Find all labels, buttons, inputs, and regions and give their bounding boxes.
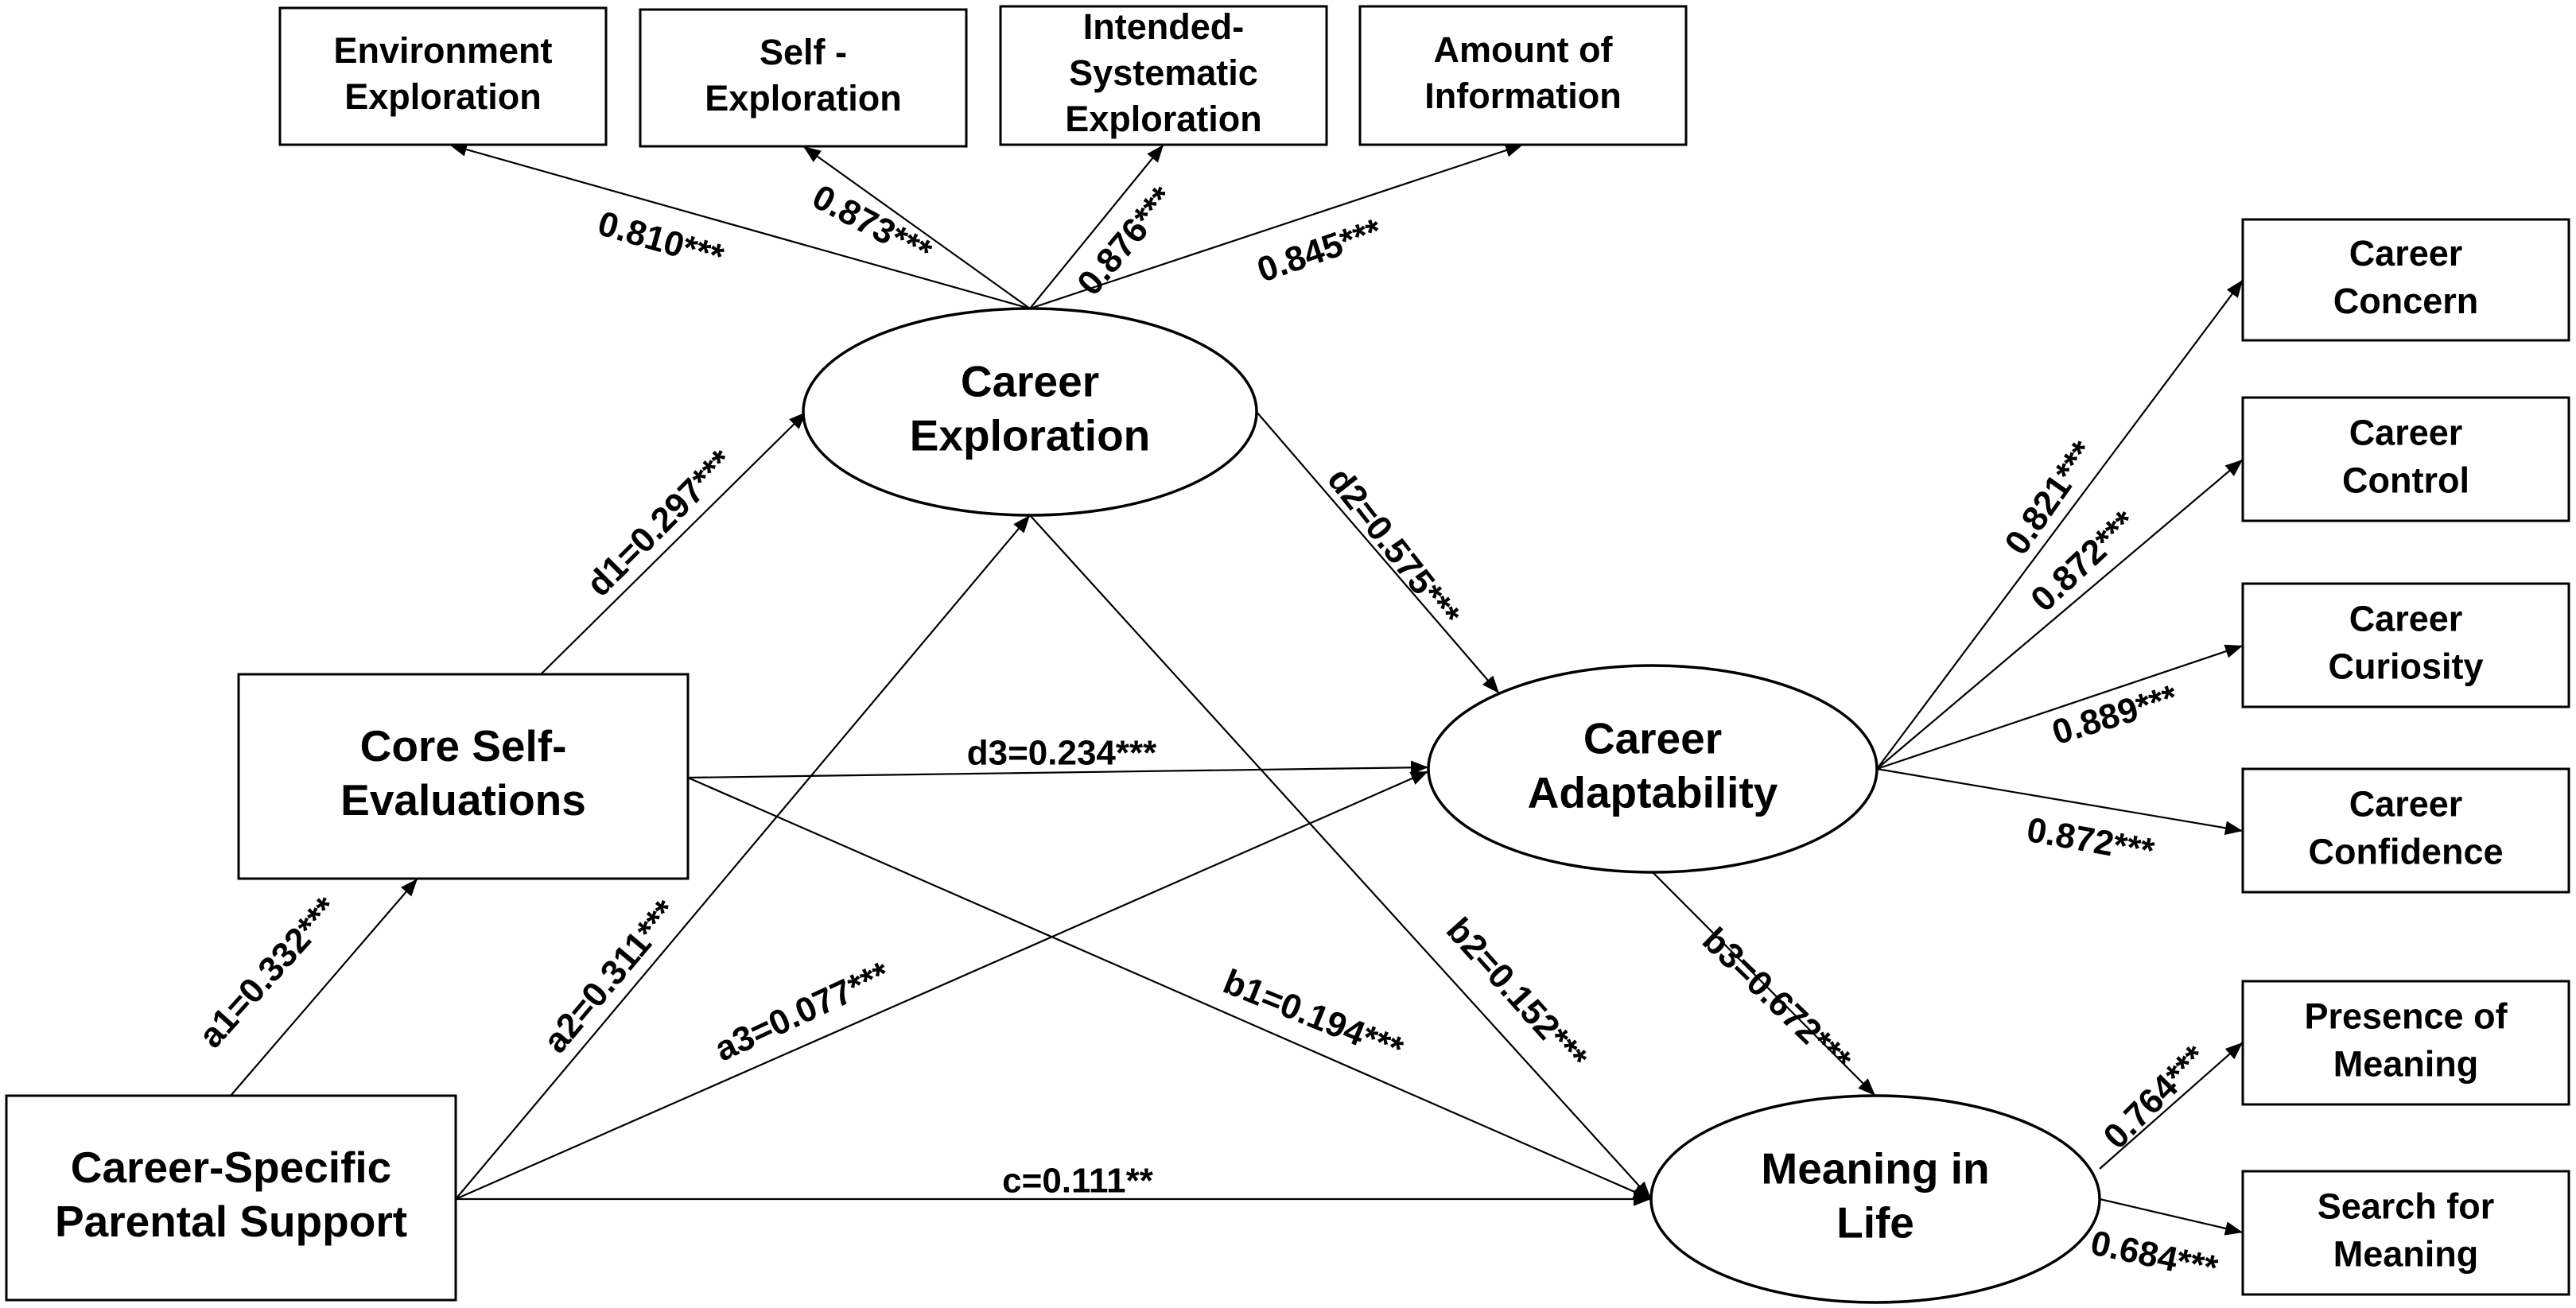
environment-exploration-box: [278, 6, 608, 146]
career-exploration-label-line-1: Career: [961, 357, 1099, 406]
path-arrow-adapt-curiosity: [1876, 644, 2244, 770]
career-control-label-line-1: Career: [2349, 412, 2463, 452]
path-coefficient-exp-intended: 0.876***: [1070, 179, 1183, 303]
environment-exploration-label-line-1: Environment: [333, 30, 552, 71]
amount-of-information-label-line-1: Amount of: [1434, 29, 1614, 70]
edges-layer: [230, 142, 2244, 1236]
path-coefficient-mil-presence: 0.764***: [2096, 1038, 2215, 1156]
amount-of-information-label-line-2: Information: [1424, 76, 1621, 116]
search-for-meaning-label-line-2: Meaning: [2333, 1233, 2479, 1274]
meaning-in-life-label-line-1: Meaning in: [1761, 1144, 1989, 1194]
path-coefficient-b2: b2=0.152***: [1439, 910, 1595, 1078]
path-arrow-a1: [230, 878, 418, 1096]
career-confidence-box: [2241, 767, 2570, 894]
presence-of-meaning-label-line-1: Presence of: [2304, 996, 2508, 1036]
search-for-meaning-box: [2241, 1170, 2570, 1296]
core-self-evaluations-box: [237, 673, 690, 880]
career-confidence-label-line-2: Confidence: [2308, 831, 2503, 871]
path-coefficient-c: c=0.111**: [1002, 1162, 1154, 1201]
path-coefficient-exp-self: 0.873***: [806, 177, 938, 272]
path-arrow-mil-search: [2099, 1197, 2244, 1236]
career-concern-label-line-2: Concern: [2333, 281, 2479, 321]
node-self-exploration: Self - Exploration: [639, 8, 968, 148]
career-adaptability-label-line-1: Career: [1583, 714, 1722, 763]
path-arrow-exp-amount: [1029, 143, 1524, 310]
self-exploration-label-line-1: Self -: [760, 32, 847, 72]
path-coefficient-mil-search: 0.684***: [2088, 1223, 2222, 1288]
path-arrow-d1: [540, 411, 807, 675]
intended-systematic-exploration-label-line-3: Exploration: [1065, 99, 1262, 139]
career-specific-parental-support-label-line-1: Career-Specific: [71, 1143, 392, 1192]
intended-systematic-exploration-box: [999, 5, 1328, 146]
career-curiosity-label-line-1: Career: [2349, 598, 2463, 638]
path-coefficient-d1: d1=0.297***: [579, 442, 741, 604]
self-exploration-label-line-2: Exploration: [705, 78, 902, 118]
career-specific-parental-support-label-line-2: Parental Support: [55, 1197, 407, 1246]
meaning-in-life-ellipse: [1649, 1094, 2101, 1304]
core-self-evaluations-label-line-2: Evaluations: [340, 775, 586, 825]
path-coefficient-d2: d2=0.575***: [1320, 460, 1468, 635]
career-confidence-label-line-1: Career: [2349, 783, 2463, 824]
career-adaptability-label-line-2: Adaptability: [1528, 768, 1778, 817]
path-arrow-mil-presence: [2099, 1042, 2244, 1170]
presence-of-meaning-label-line-2: Meaning: [2333, 1043, 2479, 1084]
path-arrow-adapt-confidence: [1876, 767, 2244, 835]
environment-exploration-label-line-2: Exploration: [344, 76, 542, 117]
path-arrow-adapt-control: [1876, 459, 2244, 770]
path-coefficient-exp-amount: 0.845***: [1253, 212, 1387, 290]
path-arrow-a3: [455, 770, 1429, 1201]
path-coefficient-a2: a2=0.311***: [536, 892, 686, 1060]
node-core-self-evaluations: Core Self- Evaluations: [237, 673, 690, 880]
core-self-evaluations-label-line-1: Core Self-: [360, 721, 567, 770]
path-arrow-exp-self: [802, 146, 1031, 309]
career-curiosity-box: [2241, 582, 2570, 708]
path-coefficient-a3: a3=0.077***: [709, 954, 896, 1069]
path-arrow-exp-intended: [1029, 144, 1164, 309]
self-exploration-box: [639, 8, 968, 148]
path-arrow-b3: [1652, 871, 1876, 1096]
career-adaptability-ellipse: [1427, 664, 1879, 874]
career-exploration-label-line-2: Exploration: [910, 411, 1151, 460]
path-arrow-a2: [455, 514, 1031, 1200]
path-arrow-exp-env: [449, 142, 1031, 310]
path-arrow-adapt-concern: [1876, 279, 2244, 770]
node-amount-of-information: Amount of Information: [1358, 5, 1688, 146]
career-concern-label-line-1: Career: [2349, 233, 2463, 274]
path-coefficient-a1: a1=0.332***: [192, 889, 347, 1055]
career-concern-box: [2241, 218, 2570, 342]
path-coefficient-d3: d3=0.234***: [967, 734, 1157, 773]
path-coefficient-b1: b1=0.194***: [1218, 962, 1408, 1069]
path-arrow-d2: [1256, 411, 1500, 694]
search-for-meaning-label-line-1: Search for: [2318, 1186, 2495, 1226]
career-exploration-ellipse: [802, 307, 1258, 517]
intended-systematic-exploration-label-line-1: Intended-: [1083, 6, 1244, 47]
career-control-label-line-2: Control: [2342, 460, 2469, 500]
path-arrow-b1: [687, 776, 1652, 1201]
intended-systematic-exploration-label-line-2: Systematic: [1069, 52, 1258, 93]
presence-of-meaning-box: [2241, 980, 2570, 1106]
path-coefficient-b3: b3=0.672***: [1695, 920, 1859, 1081]
amount-of-information-box: [1358, 5, 1688, 146]
career-specific-parental-support-box: [5, 1094, 457, 1302]
node-presence-of-meaning: Presence of Meaning: [2241, 980, 2570, 1106]
meaning-in-life-label-line-2: Life: [1836, 1198, 1914, 1248]
path-arrow-b2: [1029, 514, 1652, 1200]
path-coefficient-adapt-confidence: 0.872***: [2024, 810, 2158, 871]
career-control-box: [2241, 396, 2570, 522]
path-coefficient-exp-env: 0.810***: [593, 204, 729, 277]
career-curiosity-label-line-2: Curiosity: [2328, 646, 2483, 686]
